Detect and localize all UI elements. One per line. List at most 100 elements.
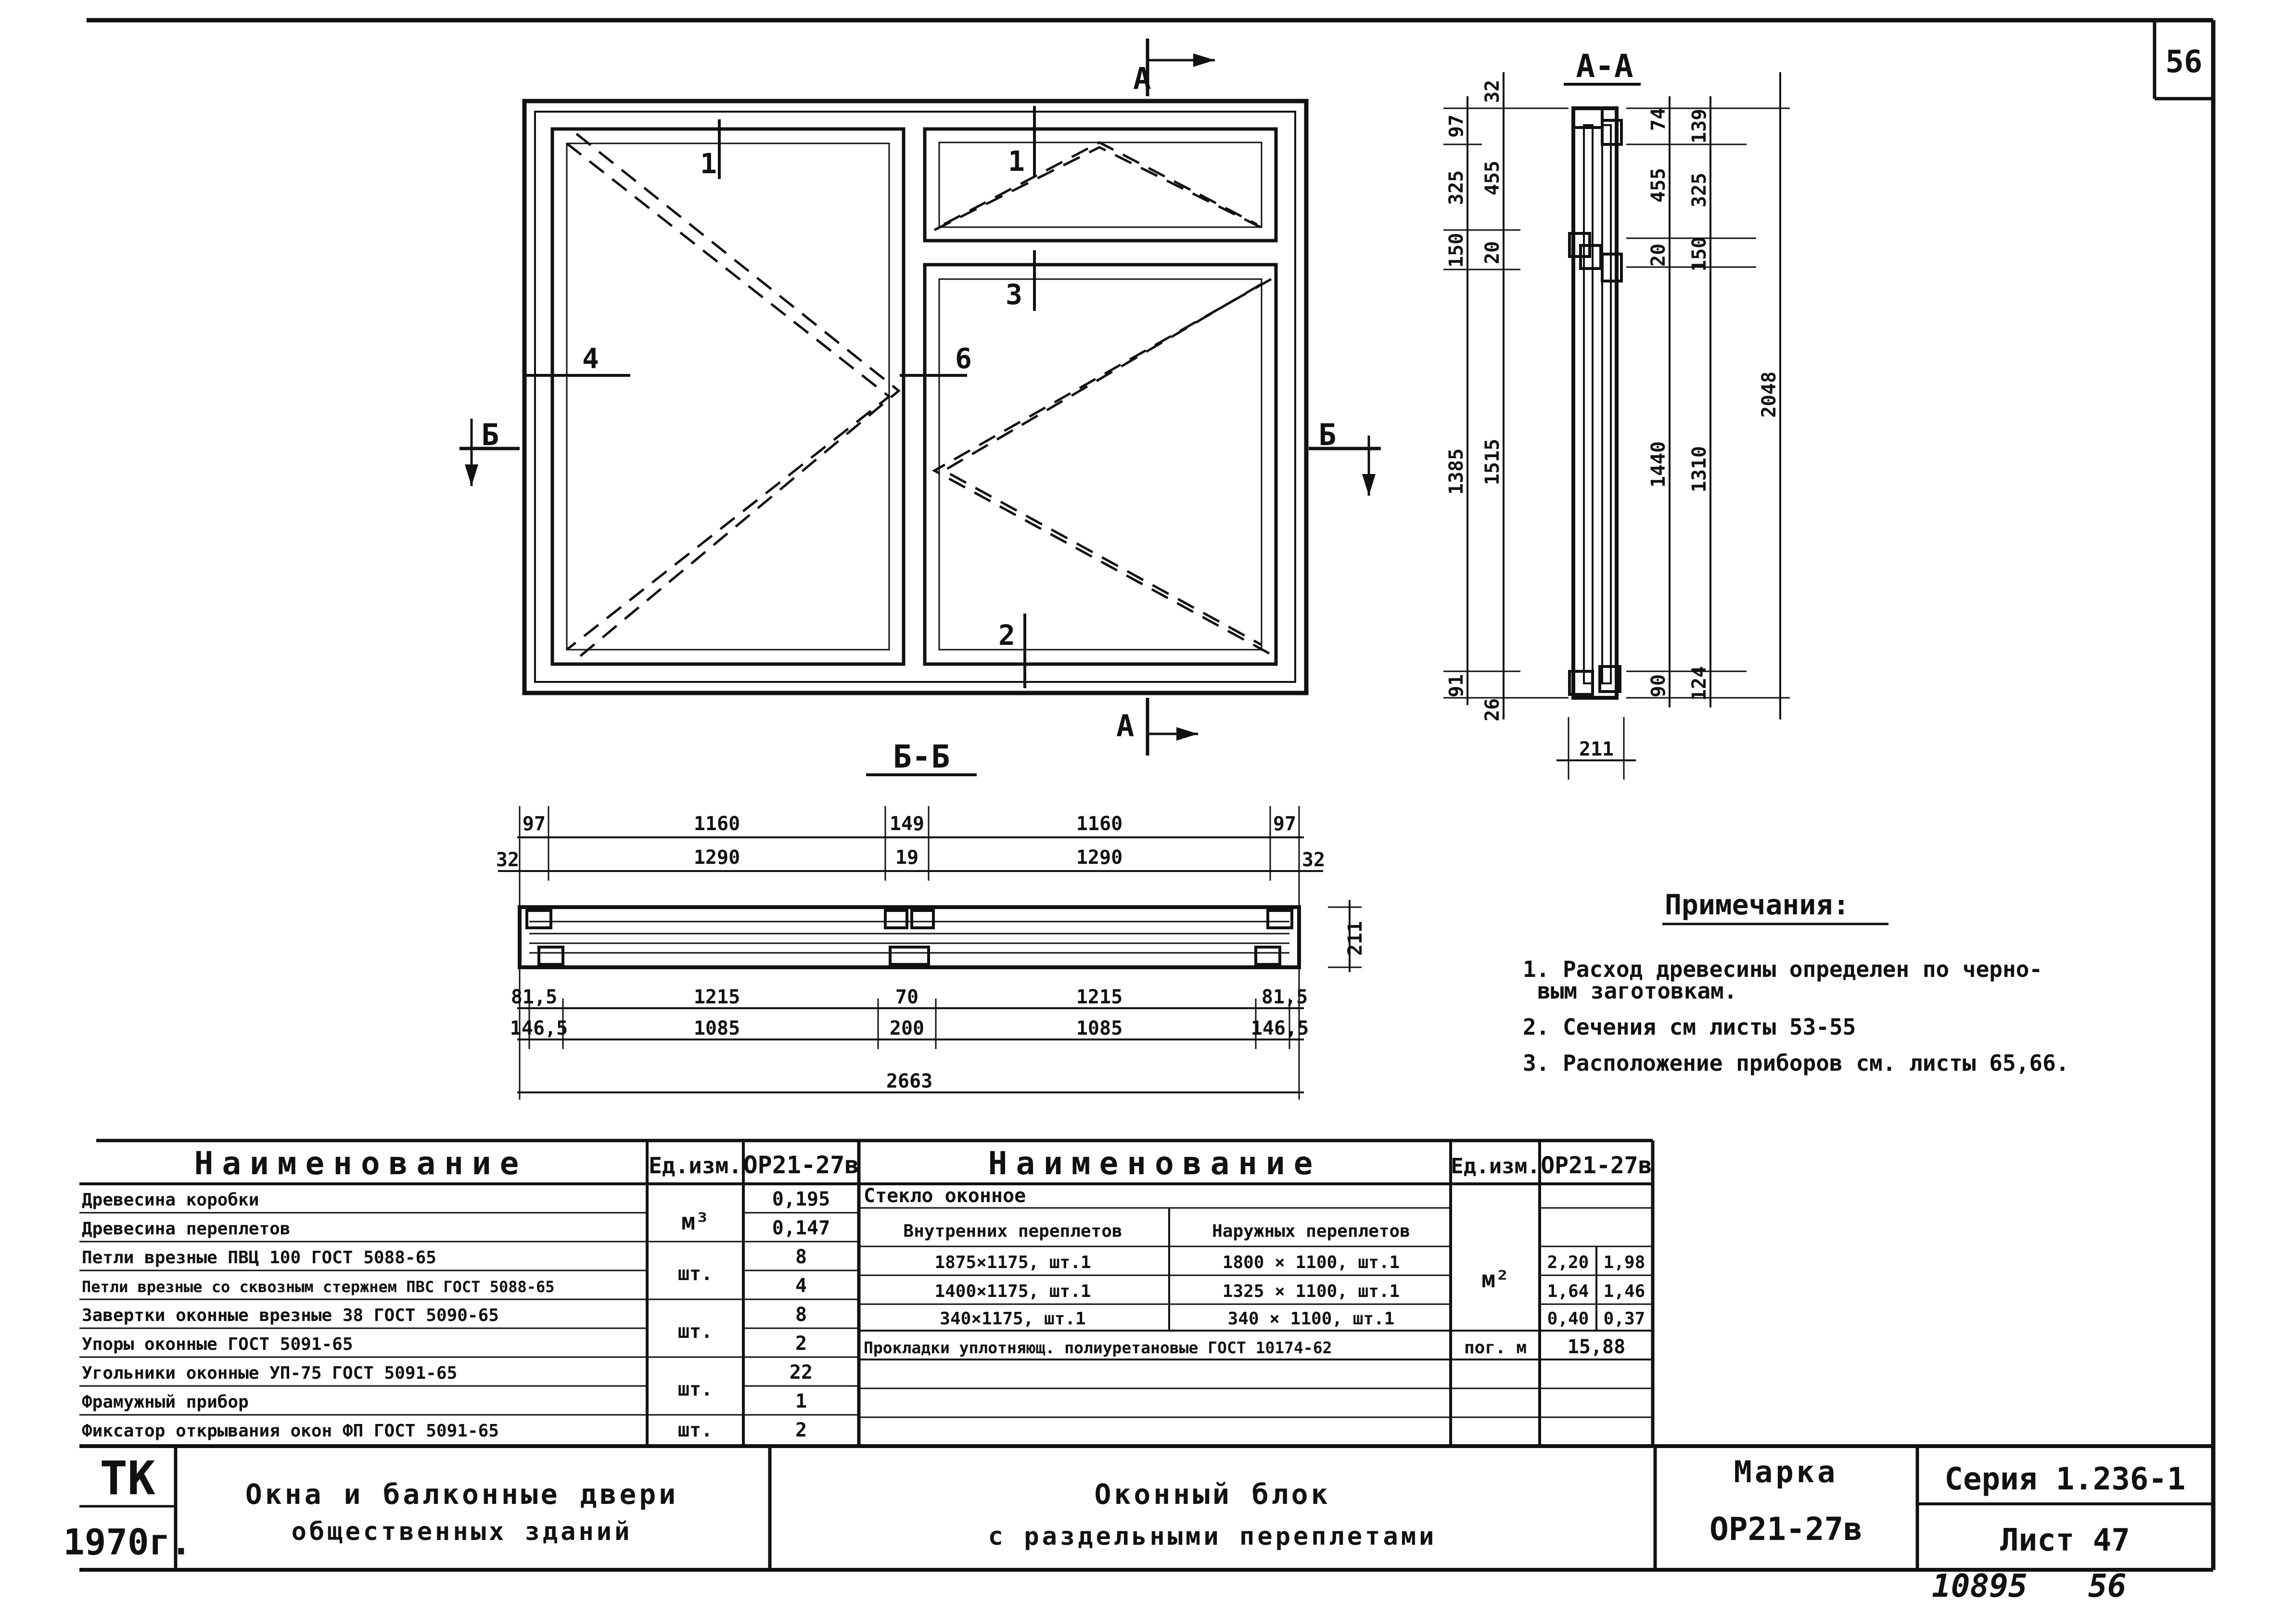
bb-r2-1: 1290 (694, 846, 740, 869)
section-bb-title: Б-Б (893, 738, 950, 775)
aa-dim-l-97: 97 (1445, 115, 1467, 138)
glass-row-0-inner: 1875×1175, шт.1 (934, 1253, 1091, 1272)
archive-page: 56 (2088, 1567, 2126, 1603)
aa-dim-r-124: 124 (1688, 666, 1710, 701)
glass-row-1-inner: 1400×1175, шт.1 (934, 1282, 1091, 1301)
bb-r1-3: 1160 (1076, 813, 1122, 835)
tl-row-4-value: 8 (795, 1304, 807, 1326)
tl-row-4-name: Завертки оконные врезные 38 ГОСТ 5090-65 (82, 1306, 499, 1325)
table-left-header-unit: Ед.изм. (649, 1153, 742, 1179)
title-block (79, 1446, 2213, 1572)
glass-row-2-v1: 0,40 (1547, 1309, 1589, 1329)
bb-r3-4: 81,5 (1262, 986, 1308, 1008)
aa-dim-r-325: 325 (1688, 173, 1710, 207)
bb-r1-4: 97 (1273, 813, 1296, 835)
bb-r3-1: 1215 (694, 986, 740, 1008)
tl-row-3-value: 4 (795, 1275, 807, 1297)
bb-height: 211 (1344, 921, 1366, 956)
bb-r4-3: 1085 (1076, 1017, 1122, 1039)
gasket-value: 15,88 (1568, 1336, 1625, 1358)
tl-row-1-name: Древесина переплетов (82, 1219, 290, 1239)
bb-r1-2: 149 (890, 813, 924, 835)
bb-r4-4: 146,5 (1251, 1017, 1309, 1039)
org-code: ТК (100, 1451, 155, 1505)
aa-dim-r-150: 150 (1688, 237, 1710, 271)
aa-dim-r-455: 455 (1647, 168, 1670, 203)
table-right-header-mark: ОР21-27в (1541, 1152, 1652, 1179)
gasket-unit: пог. м (1464, 1338, 1527, 1358)
archive-number: 10895 (1932, 1567, 2028, 1603)
aa-dim-r-2048: 2048 (1758, 372, 1780, 418)
note-1: 1. Расход древесины определен по черно- (1523, 956, 2042, 982)
bb-r4-0: 146,5 (510, 1017, 568, 1039)
table-left-header-mark: ОР21-27в (743, 1151, 859, 1179)
tl-row-6-value: 22 (790, 1361, 813, 1384)
tl-row-2-value: 8 (795, 1246, 807, 1268)
tl-row-8-value: 2 (795, 1419, 807, 1441)
tl-row-5-unit: шт. (678, 1321, 713, 1343)
tl-row-5-value: 2 (795, 1333, 807, 1355)
item-line-1: Оконный блок (1094, 1478, 1330, 1511)
bb-r1-0: 97 (523, 813, 546, 835)
tl-row-8-unit: шт. (678, 1419, 713, 1441)
section-aa (1443, 72, 1790, 780)
aa-dim-r-74: 74 (1647, 108, 1670, 131)
aa-dim-l-455: 455 (1481, 161, 1504, 195)
bb-r4-1: 1085 (694, 1017, 740, 1039)
tl-row-2-name: Петли врезные ПВЦ 100 ГОСТ 5088-65 (82, 1248, 436, 1268)
bb-r2-2: 19 (895, 846, 918, 869)
spec-tables (79, 1139, 2213, 1448)
aa-dim-r-1440: 1440 (1647, 441, 1670, 487)
tl-row-5-name: Упоры оконные ГОСТ 5091-65 (82, 1334, 353, 1354)
glass-row-2-v2: 0,37 (1604, 1309, 1645, 1329)
bb-total: 2663 (886, 1070, 932, 1092)
section-b-label-right: Б (1318, 417, 1336, 452)
glass-row-0-v1: 2,20 (1547, 1253, 1589, 1272)
series: Серия 1.236-1 (1945, 1462, 2186, 1497)
glass-unit: м² (1481, 1266, 1509, 1293)
glass-row-2-outer: 340 × 1100, шт.1 (1228, 1309, 1395, 1329)
notes-heading: Примечания: (1665, 888, 1850, 921)
aa-dim-r-20: 20 (1647, 244, 1670, 267)
callout-4: 4 (582, 342, 599, 375)
bb-r3-3: 1215 (1076, 986, 1122, 1008)
sheet-label: Лист 47 (2000, 1523, 2130, 1558)
bb-r2-3: 1290 (1076, 846, 1122, 869)
tl-row-7-unit: шт. (678, 1378, 713, 1400)
callout-3: 3 (1006, 278, 1022, 311)
aa-dim-r-90: 90 (1647, 674, 1670, 697)
glass-subheader-outer: Наружных переплетов (1212, 1221, 1410, 1241)
tl-row-0-name: Древесина коробки (82, 1190, 259, 1210)
mark-label: Марка (1734, 1454, 1838, 1489)
note-3: 3. Расположение приборов см. листы 65,66… (1523, 1050, 2069, 1076)
glass-row-0-v2: 1,98 (1604, 1253, 1645, 1272)
section-bb (498, 773, 1362, 1100)
section-a-label-top: А (1133, 61, 1151, 96)
tl-row-3-unit: шт. (678, 1263, 713, 1285)
note-1-cont: вым заготовкам. (1537, 978, 1737, 1004)
tl-row-1-value: 0,147 (772, 1217, 830, 1239)
glass-row-1-outer: 1325 × 1100, шт.1 (1223, 1282, 1400, 1301)
glass-row-1-v1: 1,64 (1547, 1282, 1589, 1301)
aa-dim-l-91: 91 (1445, 674, 1467, 697)
note-2: 2. Сечения см листы 53-55 (1523, 1014, 1856, 1040)
aa-dim-l-26: 26 (1481, 698, 1504, 721)
bb-r1-1: 1160 (694, 813, 740, 835)
bb-r2-4: 32 (1302, 849, 1325, 871)
callout-6: 6 (955, 342, 972, 375)
aa-dim-l-1385: 1385 (1445, 449, 1467, 495)
subject-line-1: Окна и балконные двери (245, 1478, 678, 1511)
aa-dim-l-325: 325 (1445, 170, 1467, 205)
section-a-label-bottom: А (1116, 708, 1134, 744)
glass-row-1-v2: 1,46 (1604, 1282, 1645, 1301)
sheet-frame (87, 18, 2216, 1570)
aa-dim-l-150: 150 (1445, 233, 1467, 268)
tl-row-7-name: Фрамужный прибор (82, 1392, 249, 1412)
item-line-2: с раздельными переплетами (988, 1522, 1437, 1551)
glass-row-0-outer: 1800 × 1100, шт.1 (1223, 1253, 1400, 1272)
table-right-header-unit: Ед.изм. (1451, 1154, 1540, 1179)
bb-r3-2: 70 (895, 986, 918, 1008)
subject-line-2: общественных зданий (292, 1517, 633, 1546)
tl-row-8-name: Фиксатор открывания окон ФП ГОСТ 5091-65 (82, 1421, 499, 1441)
gasket-name: Прокладки уплотняющ. полиуретановые ГОСТ… (864, 1338, 1332, 1357)
